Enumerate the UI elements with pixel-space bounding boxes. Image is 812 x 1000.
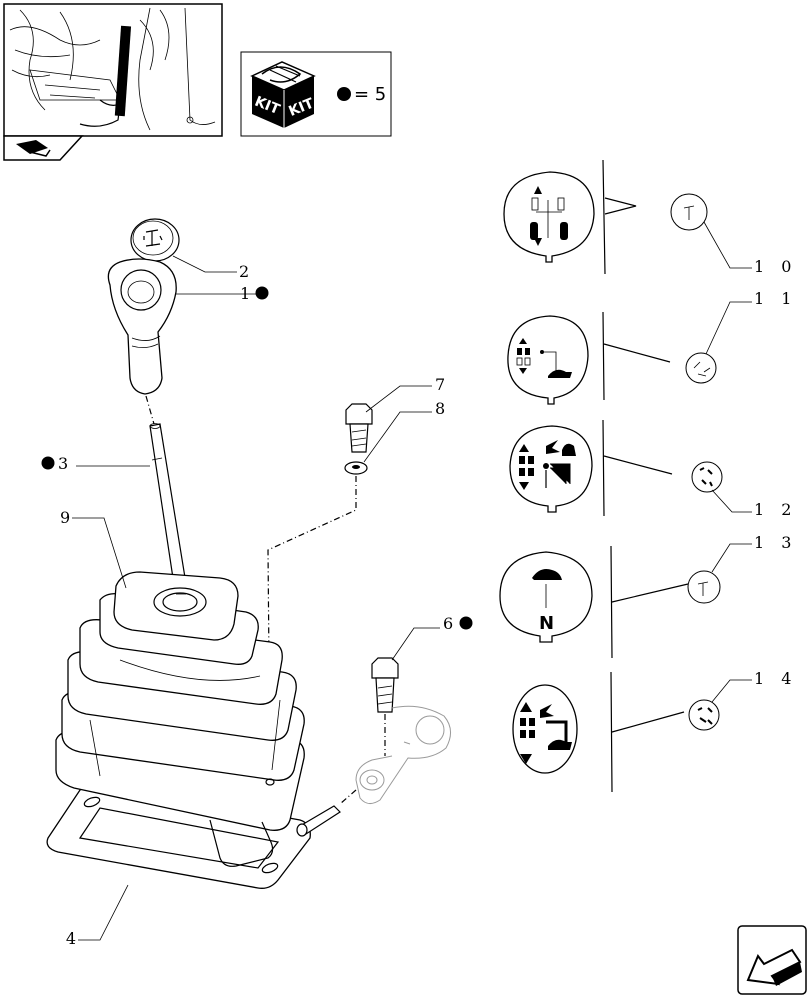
callout-14: 1 4: [754, 669, 797, 688]
kit-box-icon: KIT KIT: [250, 61, 317, 128]
part-14-decal-range-shift[interactable]: [512, 679, 752, 774]
bullet-dot-icon: [337, 87, 351, 101]
part-11-decal-speed-range[interactable]: [507, 301, 752, 405]
location-thumbnail[interactable]: [3, 3, 223, 161]
part-1-gear-knob[interactable]: [107, 258, 258, 395]
callout-3-kit-dot: [41, 456, 55, 470]
part-8-washer[interactable]: [344, 411, 432, 475]
callout-7: 7: [435, 375, 445, 394]
part-9-gear-boot[interactable]: [55, 517, 305, 867]
callout-8: 8: [435, 399, 445, 418]
callout-9: 9: [60, 508, 70, 527]
callout-13: 1 3: [754, 533, 797, 552]
part-12-decal-shift-pattern[interactable]: [509, 425, 752, 513]
callout-1-kit-dot: [255, 286, 269, 300]
part-10-decal-4wd[interactable]: [503, 171, 752, 269]
kit-equals-text: = 5: [354, 84, 386, 105]
callout-3: 3: [58, 454, 68, 473]
kit-legend: KIT KIT = 5: [240, 51, 392, 137]
callout-10: 1 0: [754, 257, 797, 276]
part-3-gear-lever[interactable]: [76, 423, 189, 599]
callout-6-kit-dot: [459, 616, 473, 630]
gear-linkage-reference: [296, 705, 451, 837]
next-page-button[interactable]: [737, 925, 807, 995]
callout-4: 4: [66, 929, 76, 948]
callout-6: 6: [443, 614, 453, 633]
part-7-bolt[interactable]: [345, 385, 432, 453]
callout-12: 1 2: [754, 500, 797, 519]
callout-1: 1: [240, 284, 250, 303]
location-arrow-icon: [16, 140, 51, 157]
part-13-decal-neutral[interactable]: N: [499, 543, 752, 643]
callout-11: 1 1: [754, 289, 797, 308]
part-2-decal[interactable]: [130, 218, 237, 273]
part-6-bolt[interactable]: [371, 627, 440, 713]
decal-group-brackets: [602, 159, 689, 793]
callout-2: 2: [239, 262, 249, 281]
decal-neutral-letter: N: [539, 613, 554, 634]
back-arrow-icon: [746, 948, 802, 986]
